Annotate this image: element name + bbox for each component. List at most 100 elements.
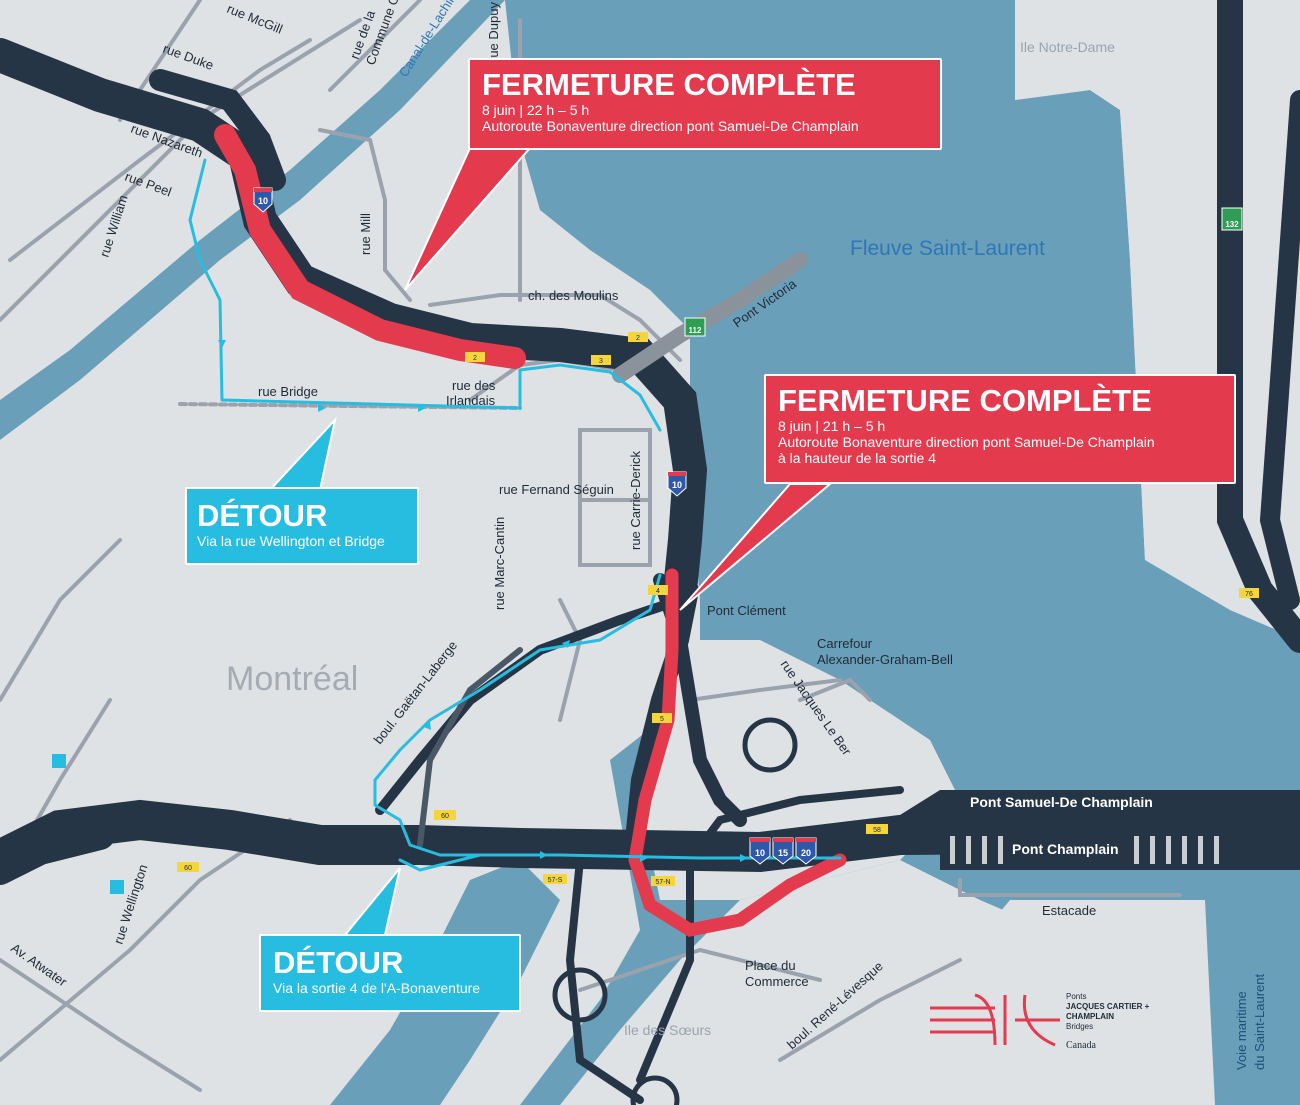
- interstate-20-shield: 20: [795, 837, 817, 865]
- closure-title: FERMETURE COMPLÈTE: [482, 67, 856, 102]
- highway-bonaventure-outer: [149, 69, 286, 191]
- label-carrefour-1: Carrefour: [817, 636, 873, 651]
- label-place-1: Place du: [745, 958, 796, 973]
- detour-callout-1: DÉTOUR Via la rue Wellington et Bridge: [185, 487, 419, 565]
- exit-tag: 2: [465, 352, 485, 362]
- shield-number: 10: [258, 196, 268, 206]
- route-shields: 10 10 10 15 20 112 132: [253, 187, 1243, 865]
- closure-title: FERMETURE COMPLÈTE: [778, 383, 1152, 418]
- pointer-closure-1: [404, 147, 533, 291]
- ile-des-soeurs-land: [560, 860, 1050, 1105]
- shield-number: 15: [778, 848, 788, 858]
- stripe: [966, 836, 971, 864]
- interstate-10-shield: 10: [253, 187, 273, 213]
- closure-callout-1: FERMETURE COMPLÈTE 8 juin | 22 h – 5 h A…: [468, 58, 942, 150]
- label-rue-william: rue William: [97, 193, 131, 259]
- exit-tag-label: 60: [441, 813, 449, 820]
- label-pont-sdc: Pont Samuel-De Champlain: [970, 794, 1153, 810]
- pointer-detour-2: [342, 867, 401, 936]
- shield-top: [796, 838, 816, 842]
- label-rue-duke: rue Duke: [161, 41, 216, 73]
- street-carrefour: [688, 678, 842, 702]
- route-112-shield: 112: [684, 317, 706, 337]
- label-rue-dupuy: rue Dupuy: [486, 2, 501, 62]
- callout-pointers: [267, 147, 833, 936]
- street-mill: [318, 128, 412, 302]
- shield-shape: [1221, 207, 1243, 231]
- map-title: Montréal: [226, 660, 359, 698]
- exit-tag-label: 5: [660, 716, 664, 723]
- route-132-shield: 132: [1221, 207, 1243, 231]
- label-rue-mill: rue Mill: [358, 213, 373, 255]
- exit-tags: 2 3 2 4 5 60 60 57-S 57-N 58 76: [177, 332, 1259, 886]
- exit-tag-bg: [648, 585, 668, 595]
- exit-tag: 5: [652, 713, 672, 723]
- exit-tag: 57-N: [651, 876, 675, 886]
- street-place-commerce: [578, 947, 822, 992]
- exit-tag: 60: [434, 810, 456, 820]
- label-ch-moulins: ch. des Moulins: [528, 288, 619, 303]
- exit-tag: 4: [648, 585, 668, 595]
- pointer-detour-1: [267, 416, 337, 491]
- closure-callout-2: FERMETURE COMPLÈTE 8 juin | 21 h – 5 h A…: [764, 374, 1236, 484]
- closure-detail: Autoroute Bonaventure direction pont Sam…: [778, 434, 1155, 450]
- label-rue-marc: rue Marc-Cantin: [492, 517, 507, 610]
- shield-number: 10: [755, 848, 765, 858]
- closure-detail: à la hauteur de la sortie 4: [778, 450, 936, 466]
- label-rue-irlandais-1: rue des: [452, 378, 496, 393]
- interstate-10-shield: 10: [667, 471, 687, 497]
- street-rene: [778, 958, 962, 1062]
- shield-top: [750, 838, 770, 842]
- street-fernand: [578, 428, 652, 567]
- river-title: Fleuve Saint-Laurent: [850, 237, 1045, 260]
- exit-tag-bg: [628, 332, 648, 342]
- label-ile-des-soeurs: Ile des Sœurs: [624, 1022, 711, 1038]
- metro-icon: [52, 754, 66, 768]
- roundabout-place-commerce: [552, 967, 608, 1023]
- roundabout-alexander: [742, 717, 798, 773]
- closure-route-south: [628, 568, 847, 937]
- arrowhead: [740, 854, 748, 862]
- shield-top: [773, 838, 793, 842]
- label-voie-2: du Saint-Laurent: [1252, 973, 1267, 1070]
- label-rue-irlandais-2: Irlandais: [446, 393, 496, 408]
- bridge-sdc-ramp: [900, 790, 940, 816]
- street-commune: [328, 0, 422, 92]
- logo-line: Bridges: [1066, 1022, 1094, 1031]
- shield-number: 132: [1225, 220, 1239, 229]
- exit-tag-bg: [651, 876, 675, 886]
- label-voie-1: Voie maritime: [1234, 991, 1249, 1070]
- closure-detail: Autoroute Bonaventure direction pont Sam…: [482, 118, 859, 134]
- shield-shape: [684, 317, 706, 337]
- interstate-10-shield: 10: [749, 837, 771, 865]
- detour-routes: [188, 158, 842, 872]
- exit-tag-bg: [465, 352, 485, 362]
- logo-line: Ponts: [1066, 992, 1087, 1001]
- bridge-champlain-deck: [940, 830, 1300, 870]
- logo-line: CHAMPLAIN: [1066, 1012, 1114, 1021]
- highway-secondary-ramp: [417, 647, 523, 848]
- metro-icons: [52, 754, 124, 894]
- stripe: [1214, 836, 1219, 864]
- exit-tag-bg: [866, 824, 888, 834]
- detour-arrowheads: [218, 340, 748, 862]
- label-av-atwater: Av. Atwater: [8, 940, 70, 990]
- exit-tag-bg: [543, 874, 567, 884]
- highway-seaway-right: [1259, 90, 1300, 610]
- stripe: [1134, 836, 1139, 864]
- closure-route-north: [214, 124, 526, 369]
- highway-pont-victoria: [612, 252, 808, 383]
- label-ile-notre-dame: Ile Notre-Dame: [1020, 39, 1115, 55]
- exit-tag: 60: [177, 862, 199, 872]
- shield-number: 10: [672, 480, 682, 490]
- arrowhead: [540, 851, 548, 859]
- jacques-cartier-champlain-logo: [930, 993, 1060, 1047]
- exit-tag-label: 2: [473, 355, 477, 362]
- arrowhead: [424, 722, 431, 730]
- canada-wordmark: Canada: [1066, 1040, 1096, 1051]
- stripe: [982, 836, 987, 864]
- exit-tag-bg: [591, 355, 611, 365]
- exit-tag-label: 2: [636, 335, 640, 342]
- street-estacade: [958, 878, 1182, 897]
